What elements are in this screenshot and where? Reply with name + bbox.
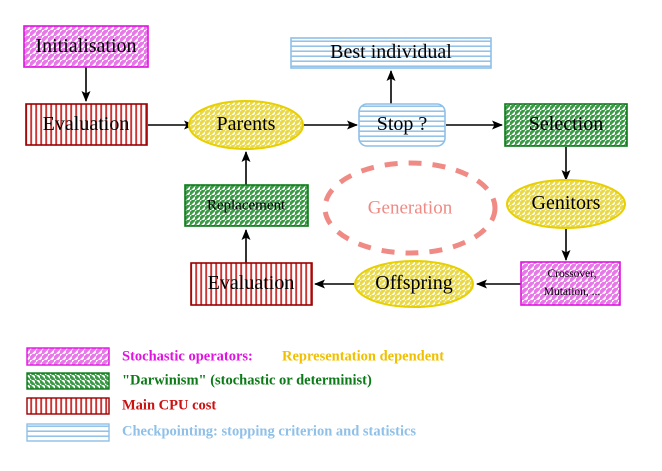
parents-ellipse — [188, 100, 304, 150]
offspring-label: Offspring — [375, 272, 452, 294]
legend-label-stochastic: Stochastic operators: — [122, 348, 253, 364]
evaluation-bottom-label: Evaluation — [208, 272, 295, 294]
node-genitors[interactable]: Genitors — [506, 179, 626, 229]
generation-label: Generation — [368, 197, 453, 218]
legend-label-darwinism: "Darwinism" (stochastic or determinist) — [122, 372, 372, 388]
legend-label-checkpointing: Checkpointing: stopping criterion and st… — [122, 423, 416, 439]
replacement-label: Replacement — [207, 197, 286, 213]
legend-label-representation: Representation dependent — [282, 348, 444, 364]
legend-swatch-stochastic — [26, 347, 110, 366]
best-individual-box — [290, 37, 492, 69]
best-individual-label: Best individual — [330, 41, 452, 63]
node-evaluation-top[interactable]: Evaluation — [25, 103, 148, 146]
legend-item-2: Main CPU cost — [26, 397, 216, 415]
initialisation-box — [23, 25, 149, 68]
legend-item-0: Stochastic operators: Representation dep… — [26, 347, 444, 366]
generation-ellipse — [322, 160, 498, 256]
initialisation-label: Initialisation — [35, 35, 136, 57]
legend-swatch-darwinism — [26, 372, 110, 390]
node-initialisation[interactable]: Initialisation — [23, 25, 149, 68]
node-evaluation-bottom[interactable]: Evaluation — [190, 262, 313, 306]
evaluation-bottom-box — [190, 262, 313, 306]
genitors-ellipse — [506, 179, 626, 229]
legend-label-cpu: Main CPU cost — [122, 397, 216, 413]
selection-box — [504, 103, 628, 147]
node-best-individual[interactable]: Best individual — [290, 37, 492, 69]
node-crossover-mutation[interactable]: Crossover, Mutation, ... — [520, 261, 621, 306]
crossover-label-line2: Mutation, ... — [544, 286, 601, 298]
stop-label: Stop ? — [377, 113, 428, 135]
offspring-ellipse — [354, 260, 474, 308]
crossover-label-line1: Crossover, — [547, 268, 596, 280]
genitors-label: Genitors — [532, 192, 601, 214]
edges-group — [81, 67, 571, 289]
node-stop[interactable]: Stop ? — [358, 103, 446, 147]
legend-item-1: "Darwinism" (stochastic or determinist) — [26, 372, 372, 390]
parents-label: Parents — [217, 113, 276, 135]
node-replacement[interactable]: Replacement — [184, 184, 309, 227]
legend-swatch-checkpointing — [26, 423, 110, 442]
node-parents[interactable]: Parents — [188, 100, 304, 150]
replacement-box — [184, 184, 309, 227]
node-offspring[interactable]: Offspring — [354, 260, 474, 308]
evaluation-top-label: Evaluation — [43, 113, 130, 135]
legend: Stochastic operators: Representation dep… — [26, 347, 444, 442]
stop-box — [358, 103, 446, 147]
legend-item-3: Checkpointing: stopping criterion and st… — [26, 423, 416, 442]
crossover-box — [520, 261, 621, 306]
evaluation-top-box — [25, 103, 148, 146]
selection-label: Selection — [529, 113, 603, 135]
legend-swatch-cpu — [26, 397, 110, 415]
node-selection[interactable]: Selection — [504, 103, 628, 147]
